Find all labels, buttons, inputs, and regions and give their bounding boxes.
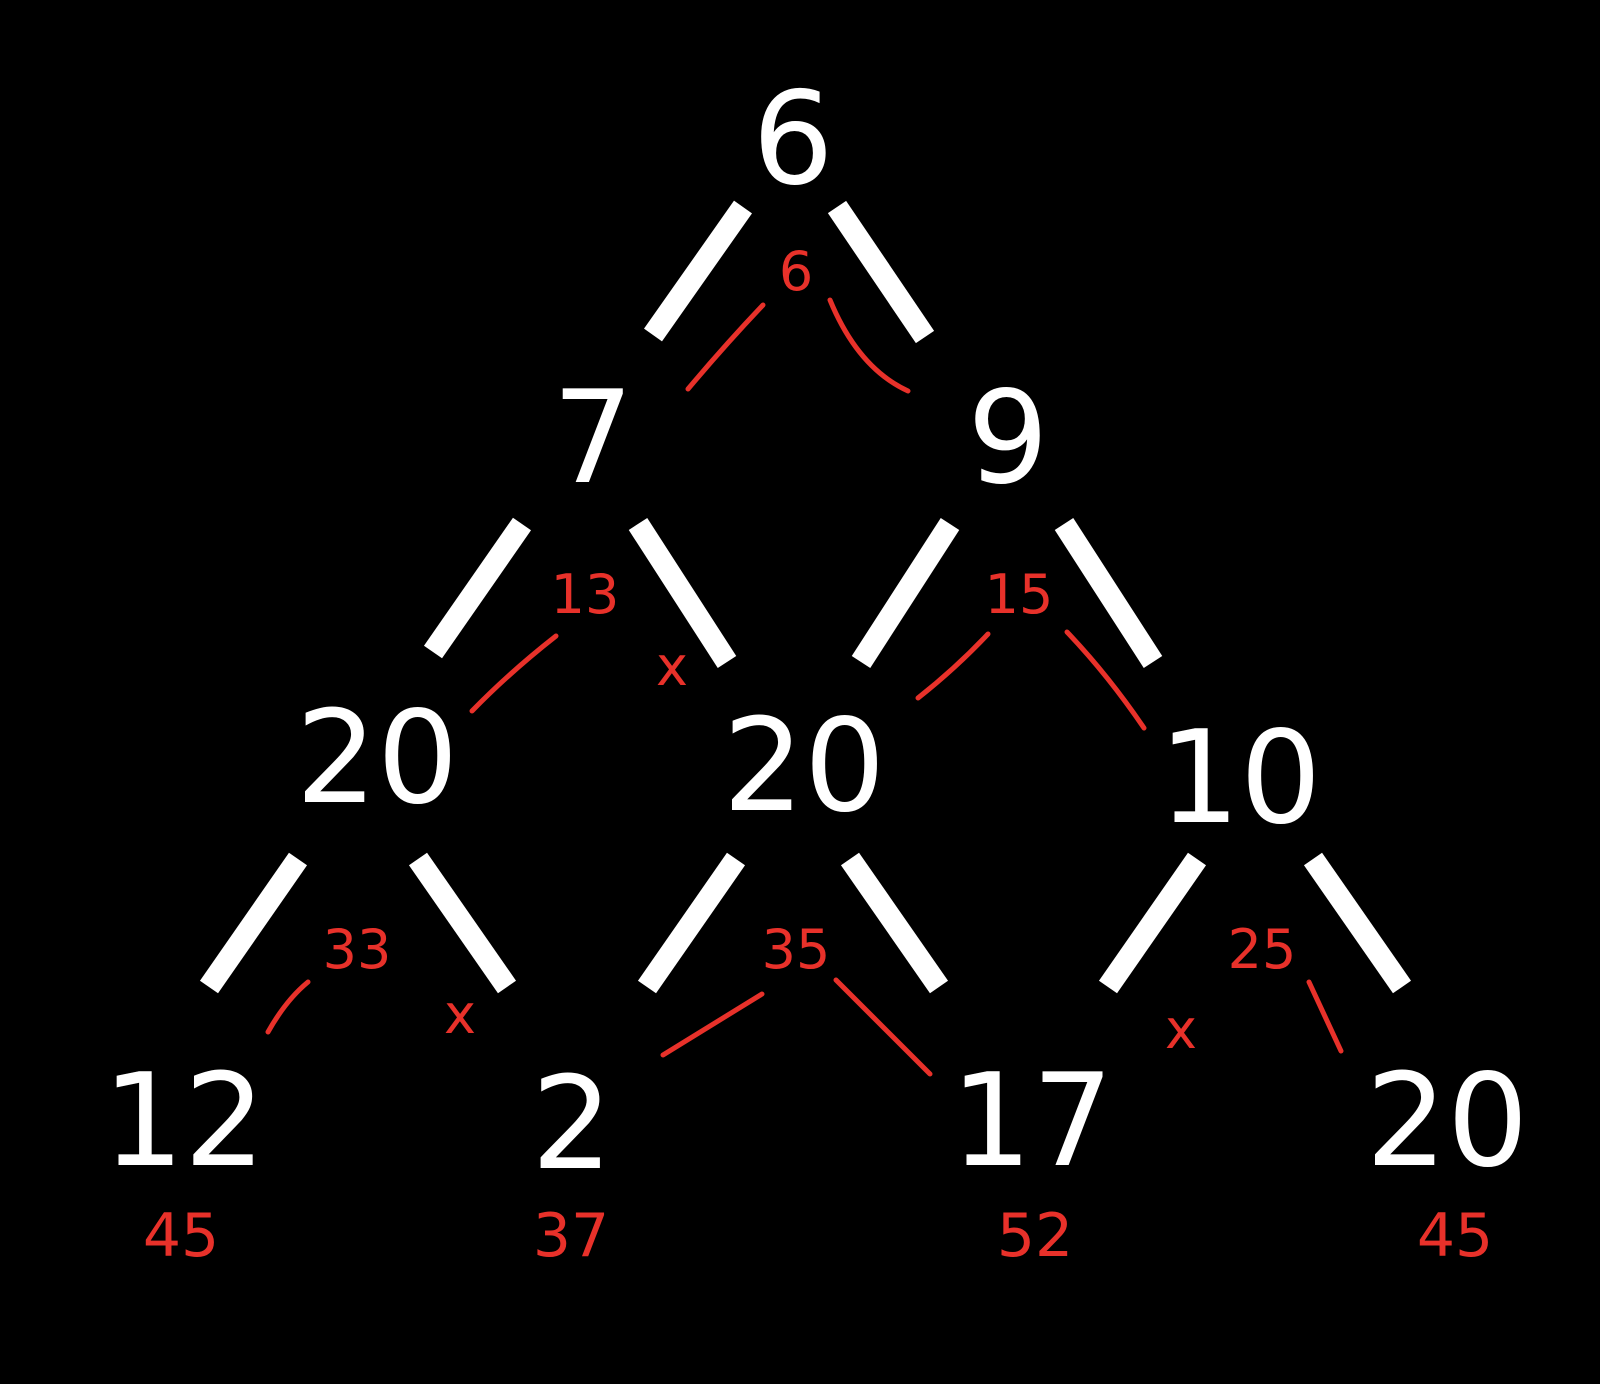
tree-edges xyxy=(199,200,1412,994)
path-stroke-13 xyxy=(469,633,559,714)
edge-6-7 xyxy=(644,200,752,342)
path-stroke-35-left xyxy=(660,991,765,1058)
path-sums: 6 13 15 33 35 25 xyxy=(323,240,1297,981)
path-sum-label: 13 xyxy=(551,563,620,626)
path-sum-label: 33 xyxy=(323,918,392,981)
path-sum-label: 15 xyxy=(985,563,1054,626)
leaf-total-label: 45 xyxy=(1417,1201,1493,1271)
tree-node: 12 xyxy=(103,1047,266,1196)
leaf-total-label: 52 xyxy=(997,1201,1073,1271)
path-strokes xyxy=(265,297,1344,1077)
path-stroke-33 xyxy=(265,979,311,1035)
path-stroke-6-right xyxy=(827,297,911,394)
path-sum-label: 35 xyxy=(762,918,831,981)
path-sum-label: 6 xyxy=(779,240,813,303)
rejected-marks: x x x xyxy=(444,635,1197,1061)
edge-7-20b xyxy=(628,518,737,668)
tree-nodes: 6 7 9 20 20 10 12 2 17 20 xyxy=(103,65,1529,1199)
edge-20a-2 xyxy=(408,852,517,994)
edge-20b-2 xyxy=(637,852,746,994)
tree-node: 7 xyxy=(552,364,633,513)
tree-node: 6 xyxy=(752,65,833,214)
rejected-mark: x xyxy=(444,983,476,1046)
tree-node: 2 xyxy=(531,1050,612,1199)
path-stroke-25 xyxy=(1306,979,1344,1054)
path-stroke-35-right xyxy=(833,977,933,1077)
tree-node: 20 xyxy=(723,692,886,841)
edge-20b-17 xyxy=(840,852,949,994)
leaf-total-label: 45 xyxy=(143,1201,219,1271)
rejected-mark: x xyxy=(1165,998,1197,1061)
edge-10-17 xyxy=(1098,852,1207,994)
path-stroke-15-left xyxy=(915,631,991,701)
path-stroke-15-right xyxy=(1064,629,1147,731)
path-stroke-6-left xyxy=(685,302,766,392)
tree-node: 20 xyxy=(1366,1047,1529,1196)
edge-10-20 xyxy=(1303,852,1412,994)
tree-node: 17 xyxy=(951,1047,1114,1196)
leaf-totals: 45 37 52 45 xyxy=(143,1201,1493,1271)
edge-9-20b xyxy=(851,518,960,668)
tree-node: 20 xyxy=(296,684,459,833)
tree-node: 10 xyxy=(1159,704,1322,853)
edge-7-20a xyxy=(423,517,532,659)
edge-6-9 xyxy=(827,200,935,344)
leaf-total-label: 37 xyxy=(533,1201,609,1271)
edge-9-10 xyxy=(1054,518,1163,668)
edge-20a-12 xyxy=(199,852,308,994)
tree-node: 9 xyxy=(967,364,1048,513)
rejected-mark: x xyxy=(656,635,688,698)
path-sum-label: 25 xyxy=(1228,918,1297,981)
